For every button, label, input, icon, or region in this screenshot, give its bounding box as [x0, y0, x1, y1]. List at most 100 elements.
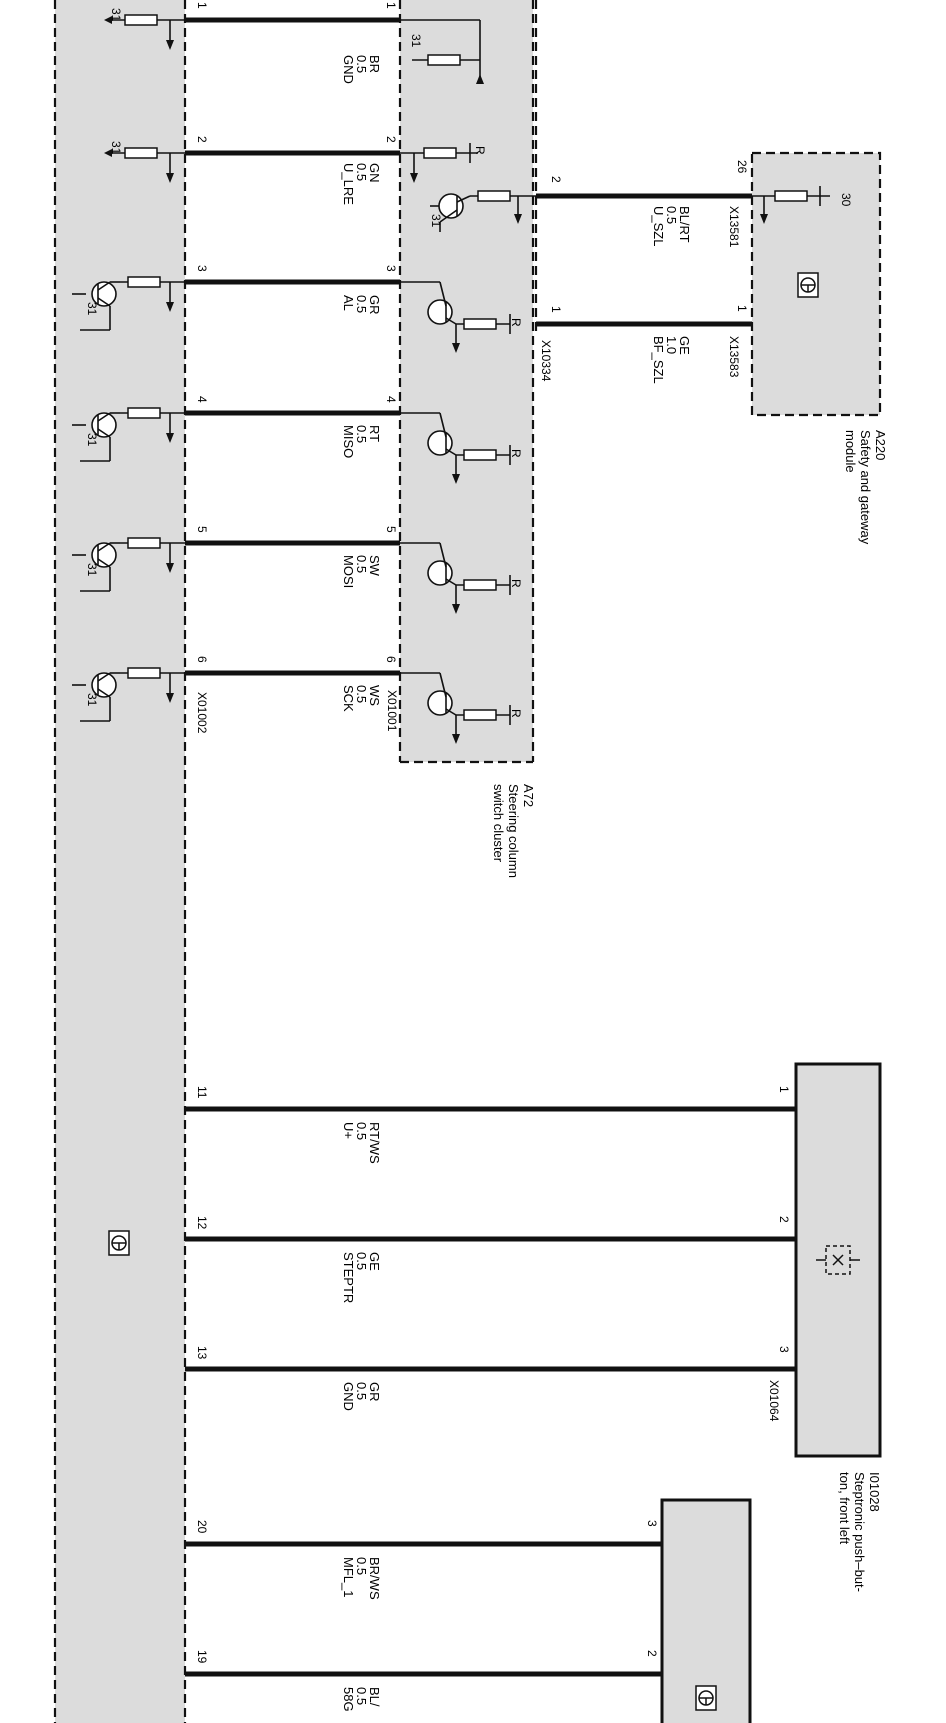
connector-label: X01064	[767, 1380, 781, 1422]
pin-number: 20	[195, 1520, 209, 1534]
pin-number: 1	[384, 2, 398, 9]
wire-label-line: GR	[367, 1382, 382, 1402]
wire-label-line: 0.5	[354, 555, 369, 573]
connector-label: X10334	[539, 340, 553, 382]
steering-column-switch-cluster: R R R R R 31 31 A72 Steering column swit…	[384, 0, 563, 878]
component-icon	[695, 1685, 717, 1711]
wire-label-line: 0.5	[354, 1382, 369, 1400]
harness-a72-a220	[534, 0, 752, 335]
transistor-symbol	[400, 281, 511, 353]
resistor-tag: R	[473, 146, 487, 155]
wire-label-line: BF_SZL	[651, 336, 666, 384]
cu-pin-numbers: 1 2 3 4 5 6 11 12 13 20 19 X01002	[195, 2, 209, 1664]
wire-label-line: 0.5	[354, 1252, 369, 1270]
cluster-name-line1: Steering column	[506, 784, 521, 878]
wire-label-line: U_SZL	[651, 206, 666, 246]
resistor-tag: R	[509, 318, 523, 327]
pin-number: 3	[384, 265, 398, 272]
ground-label: 31	[109, 8, 123, 22]
wire-label-line: BR	[367, 55, 382, 73]
resistor-symbol	[104, 147, 185, 183]
wire-label-line: 0.5	[354, 163, 369, 181]
wire-label-line: BL/	[367, 1687, 382, 1707]
wire-label-line: 0.5	[354, 55, 369, 73]
wire-label-line: 0.5	[354, 1687, 369, 1705]
module-icon	[797, 272, 819, 298]
pin-number: 26	[735, 160, 749, 174]
wire-label-line: 0.5	[354, 1122, 369, 1140]
wire-label-line: 0.5	[354, 425, 369, 443]
pin-number: 19	[195, 1650, 209, 1664]
pin-number: 5	[195, 526, 209, 533]
connector-label: X01001	[385, 690, 399, 732]
resistor-symbol	[400, 143, 478, 183]
wire-label-line: 0.5	[354, 1557, 369, 1575]
pin-number: 1	[777, 1086, 791, 1093]
switch-icon	[816, 1245, 860, 1275]
safety-gateway-module: 30 A220 Safety and gateway module	[750, 151, 888, 545]
transistor-symbol	[400, 542, 511, 614]
wire-label-line: 0.5	[664, 206, 679, 224]
ground-label: 31	[429, 214, 443, 228]
a220-pin-numbers: 26 1 X13581 X13583	[727, 160, 749, 378]
module-name-line2: module	[843, 430, 858, 473]
wire-label: U+0.5RT/WS	[341, 1122, 382, 1164]
wire-label-line: GN	[367, 163, 382, 183]
cluster-code: A72	[521, 784, 536, 807]
wire-label-line: MISO	[341, 425, 356, 458]
harness-cu-lower	[185, 1106, 796, 1677]
pin-number: 3	[645, 1520, 659, 1527]
transistor-symbol	[72, 667, 185, 722]
wire-label: MFL_10.5BR/WS	[341, 1557, 382, 1600]
wire-label-line: SCK	[341, 685, 356, 712]
wire-label-line: GR	[367, 295, 382, 315]
ground-label: 31	[85, 693, 99, 707]
pin-number: 6	[195, 656, 209, 663]
pin-number: 13	[195, 1346, 209, 1360]
button-code: I01028	[867, 1472, 882, 1512]
pin-number: 3	[195, 265, 209, 272]
wire-label-line: GND	[341, 55, 356, 84]
pin-number: 2	[384, 136, 398, 143]
resistor-symbol	[400, 19, 484, 84]
pin-number: 12	[195, 1216, 209, 1230]
wire-label-line: RT/WS	[367, 1122, 382, 1164]
pin-number: 11	[195, 1086, 209, 1099]
wire-label-line: BL/RT	[677, 206, 692, 243]
button-name-line2: ton, front left	[837, 1472, 852, 1545]
module-code: A220	[873, 430, 888, 460]
connector-label: X13581	[727, 206, 741, 248]
button-name-line1: Steptronic push–but-	[852, 1472, 867, 1592]
transistor-symbol	[72, 276, 185, 331]
wire-label-line: GE	[367, 1252, 382, 1271]
wire-label-line: U_LRE	[341, 163, 356, 205]
pin-number: 6	[384, 656, 398, 663]
transistor-symbol	[400, 412, 511, 484]
cluster-name-line2: switch cluster	[491, 784, 506, 863]
resistor-symbol	[104, 14, 185, 50]
wire-label-line: WS	[367, 685, 382, 706]
transistor-symbol	[400, 672, 511, 744]
control-unit	[53, 0, 187, 1723]
pin-number: 4	[384, 396, 398, 403]
pin-number: 1	[549, 306, 563, 313]
transistor-symbol	[430, 190, 540, 232]
transistor-symbol	[72, 537, 185, 592]
resistor-tag: R	[509, 579, 523, 588]
wire-label-line: SW	[367, 555, 382, 577]
ground-label: 31	[109, 141, 123, 155]
pin-number: 2	[645, 1650, 659, 1657]
wire-label: AL0.5GR	[341, 295, 382, 315]
connector-label: X13583	[727, 336, 741, 378]
pin-number: 5	[384, 526, 398, 533]
